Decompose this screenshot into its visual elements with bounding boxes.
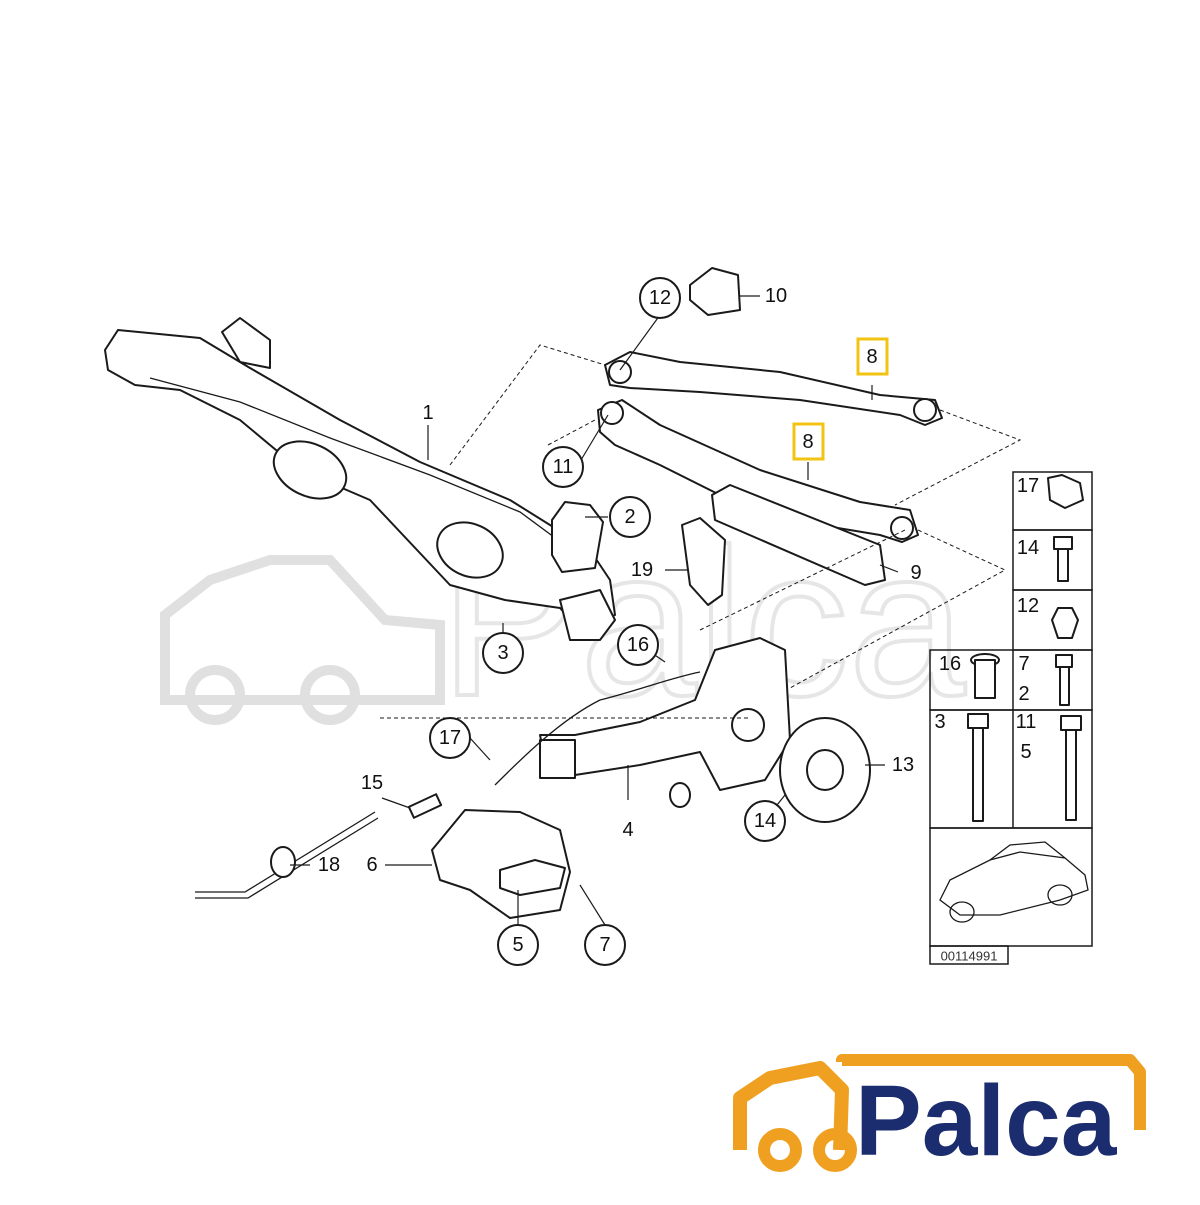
callout-14: 14 [744,800,786,842]
diagram-id: 00114991 [941,949,998,964]
highlight-box [856,337,889,376]
callout-label: 5 [512,934,523,956]
brake-line [195,811,379,899]
wheel-hub [779,717,871,823]
bracket-part-10 [689,267,741,316]
long-bolt-icon [1060,715,1082,821]
table-cell: 3 [934,711,945,733]
watermark-wheel-icon [185,665,245,725]
vehicle-thumbnail [939,841,1089,923]
logo-frame [836,1054,1146,1130]
callout-7: 7 [584,924,626,966]
nut-icon [1051,607,1079,639]
car-icon [733,1061,849,1151]
callout-19: 19 [631,559,653,581]
callout-label: 2 [624,506,635,528]
callout-label: 15 [361,772,383,794]
cover-part-19 [681,517,726,606]
table-cell: 14 [1017,537,1039,559]
callout-label: 8 [866,346,877,368]
callout-18: 18 [318,854,340,876]
callout-label: 9 [910,562,921,584]
callout-label: 1 [422,402,433,424]
callout-label: 16 [627,634,649,656]
palca-logo: Palca [733,1054,1146,1177]
callout-8-lower: 8 [792,422,825,461]
callout-2: 2 [609,496,651,538]
callout-label: 13 [892,754,914,776]
long-bolt-icon [967,713,989,822]
callout-8-upper: 8 [856,337,889,376]
callout-label: 18 [318,854,340,876]
clip-icon [1047,474,1084,509]
assembly-lines [380,344,1022,719]
callout-label: 19 [631,559,653,581]
table-cell: 5 [1020,741,1031,763]
fastener-table: 17 14 12 16 7 2 3 11 5 [929,471,1093,965]
callout-label: 3 [497,642,508,664]
table-cell: 11 [1016,711,1037,733]
callout-10: 10 [765,285,787,307]
callout-16: 16 [617,624,659,666]
watermark-car-icon [160,555,445,705]
table-cell: 16 [939,653,961,675]
callout-label: 17 [439,727,461,749]
callout-13: 13 [892,754,914,776]
bolt-icon [1053,536,1073,582]
wheel-icon [758,1128,802,1172]
callout-17: 17 [429,717,471,759]
callout-4: 4 [622,819,633,841]
upper-control-arm [604,351,943,426]
bracket-part-2 [551,501,604,573]
callout-5: 5 [497,924,539,966]
sleeve-icon [970,653,1000,699]
pin-part-15 [407,793,443,819]
callout-label: 8 [802,431,813,453]
callout-11: 11 [542,446,584,488]
mount-insert [499,859,566,896]
table-cell: 2 [1018,683,1029,705]
callout-6: 6 [366,854,377,876]
callout-9: 9 [910,562,921,584]
table-cell: 12 [1017,595,1039,617]
callout-label: 10 [765,285,787,307]
callout-label: 4 [622,819,633,841]
boot-part-9 [711,484,886,586]
lower-control-arm [597,399,919,543]
wheel-icon [813,1128,857,1172]
callout-label: 6 [366,854,377,876]
table-cell: 7 [1018,653,1029,675]
callout-12: 12 [639,277,681,319]
table-cell: 17 [1017,475,1039,497]
sensor-cable [494,671,701,786]
callout-label: 14 [754,810,776,832]
logo-text: Palca [855,1065,1118,1177]
callout-label: 11 [553,456,574,478]
callout-1: 1 [422,402,433,424]
callout-3: 3 [482,632,524,674]
rear-axle-carrier [104,317,616,641]
bolt-icon [1055,654,1073,706]
callout-label: 12 [649,287,671,309]
highlight-box [792,422,825,461]
callout-label: 7 [599,934,610,956]
watermark-wheel-icon [300,665,360,725]
callout-15: 15 [361,772,383,794]
